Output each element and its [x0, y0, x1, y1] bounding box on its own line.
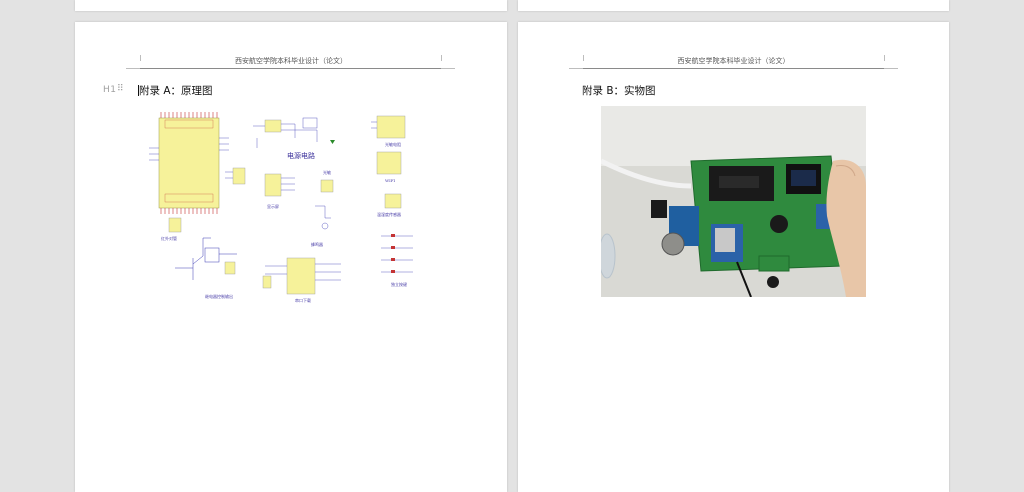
margin-corner — [441, 68, 455, 75]
margin-corner — [126, 55, 141, 61]
svg-text:独立按键: 独立按键 — [391, 281, 407, 287]
svg-text:光敏电阻: 光敏电阻 — [385, 141, 401, 147]
power-circuit: 电源电路 — [253, 117, 335, 160]
previous-page-right — [518, 0, 949, 11]
header-rule — [583, 68, 884, 69]
svg-text:温湿度传感器: 温湿度传感器 — [377, 211, 401, 217]
previous-page-left — [75, 0, 507, 11]
svg-text:WIFI: WIFI — [385, 178, 395, 183]
page-header-text: 西安航空学院本科毕业设计（论文） — [677, 57, 790, 65]
svg-text:光敏: 光敏 — [323, 169, 331, 175]
margin-corner — [569, 55, 584, 61]
svg-text:电源电路: 电源电路 — [287, 151, 315, 160]
document-page-left: 西安航空学院本科毕业设计（论文） H1 ⠿ 附录 A：原理图 — [75, 22, 507, 492]
margin-corner — [884, 68, 898, 75]
margin-corner — [126, 68, 140, 75]
document-page-right: 西安航空学院本科毕业设计（论文） 附录 B：实物图 — [518, 22, 949, 492]
margin-corner — [884, 55, 899, 61]
appendix-a-title[interactable]: 附录 A：原理图 — [139, 85, 213, 97]
schematic-diagram-image: 电源电路 显示屏 光敏 光敏电阻 WIFI 温湿度传感器 红外对管 蜂鸣器 继电… — [149, 112, 413, 303]
svg-text:红外对管: 红外对管 — [161, 235, 177, 241]
margin-corner — [441, 55, 456, 61]
svg-text:串口下载: 串口下载 — [295, 297, 311, 303]
header-rule — [140, 68, 441, 69]
svg-text:蜂鸣器: 蜂鸣器 — [311, 241, 323, 247]
hardware-photo-image — [601, 106, 866, 297]
text-cursor — [138, 85, 139, 96]
svg-text:继电器控制输出: 继电器控制输出 — [205, 293, 233, 299]
svg-text:显示屏: 显示屏 — [267, 203, 279, 209]
page-header-text: 西安航空学院本科毕业设计（论文） — [235, 57, 347, 65]
appendix-b-title[interactable]: 附录 B：实物图 — [582, 85, 656, 97]
heading-level-marker[interactable]: H1 — [103, 85, 117, 95]
margin-corner — [569, 68, 583, 75]
mcu-block — [149, 112, 229, 214]
drag-handle-icon[interactable]: ⠿ — [117, 84, 124, 94]
